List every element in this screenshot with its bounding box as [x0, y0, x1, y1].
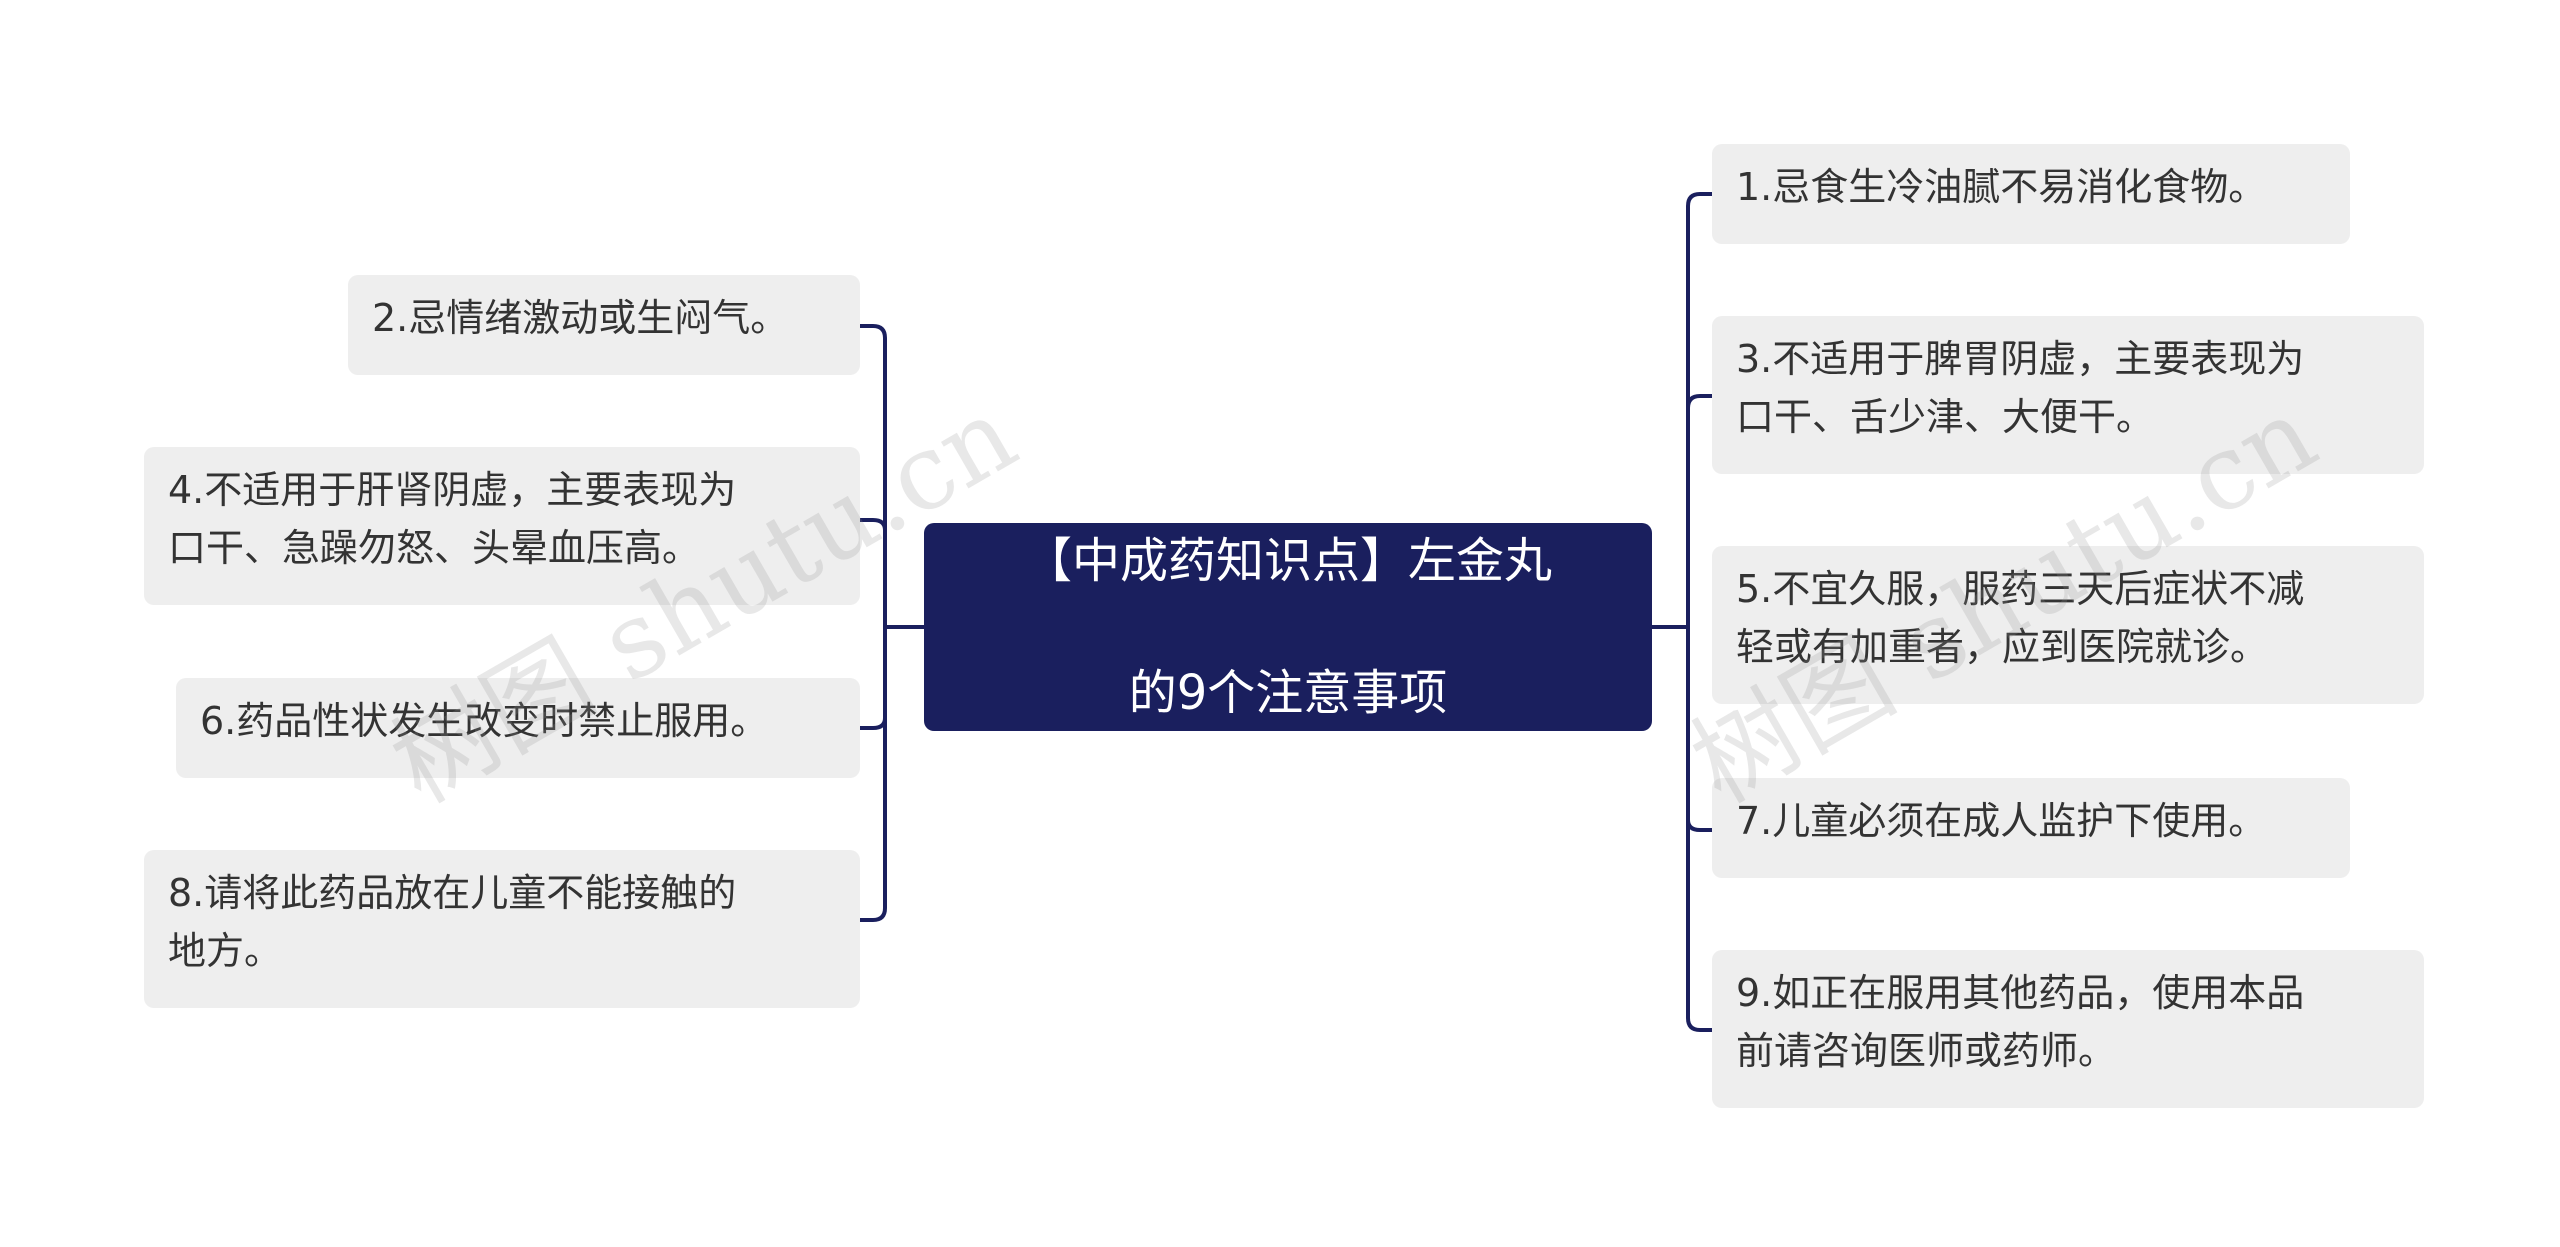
- node-text: 地方。: [168, 929, 283, 973]
- right-node-9[interactable]: 9.如正在服用其他药品，使用本品 前请咨询医师或药师。: [1712, 950, 2424, 1108]
- left-node-4[interactable]: 4.不适用于肝肾阴虚，主要表现为 口干、急躁勿怒、头晕血压高。: [144, 447, 860, 605]
- right-node-3[interactable]: 3.不适用于脾胃阴虚，主要表现为 口干、舌少津、大便干。: [1712, 316, 2424, 474]
- node-text: 2.忌情绪激动或生闷气。: [372, 296, 789, 340]
- node-text: 轻或有加重者，应到医院就诊。: [1736, 625, 2269, 669]
- left-node-2[interactable]: 2.忌情绪激动或生闷气。: [348, 275, 860, 375]
- node-text: 口干、舌少津、大便干。: [1736, 395, 2155, 439]
- node-text: 4.不适用于肝肾阴虚，主要表现为: [168, 468, 737, 512]
- left-connector: [860, 324, 924, 922]
- right-node-5[interactable]: 5.不宜久服，服药三天后症状不减 轻或有加重者，应到医院就诊。: [1712, 546, 2424, 704]
- node-text: 5.不宜久服，服药三天后症状不减: [1736, 567, 2305, 611]
- left-node-6[interactable]: 6.药品性状发生改变时禁止服用。: [176, 678, 860, 778]
- node-text: 8.请将此药品放在儿童不能接触的: [168, 871, 737, 915]
- node-text: 3.不适用于脾胃阴虚，主要表现为: [1736, 337, 2305, 381]
- left-node-8[interactable]: 8.请将此药品放在儿童不能接触的 地方。: [144, 850, 860, 1008]
- central-topic[interactable]: 【中成药知识点】左金丸 的9个注意事项: [924, 523, 1652, 731]
- node-text: 1.忌食生冷油腻不易消化食物。: [1736, 165, 2267, 209]
- right-node-1[interactable]: 1.忌食生冷油腻不易消化食物。: [1712, 144, 2350, 244]
- node-text: 前请咨询医师或药师。: [1736, 1029, 2117, 1073]
- central-topic-line2: 的9个注意事项: [1128, 665, 1448, 721]
- node-text: 7.儿童必须在成人监护下使用。: [1736, 799, 2267, 843]
- central-topic-line1: 【中成药知识点】左金丸: [1023, 533, 1552, 589]
- node-text: 口干、急躁勿怒、头晕血压高。: [168, 526, 701, 570]
- right-node-7[interactable]: 7.儿童必须在成人监护下使用。: [1712, 778, 2350, 878]
- node-text: 6.药品性状发生改变时禁止服用。: [200, 699, 769, 743]
- node-text: 9.如正在服用其他药品，使用本品: [1736, 971, 2305, 1015]
- right-connector: [1652, 192, 1712, 1032]
